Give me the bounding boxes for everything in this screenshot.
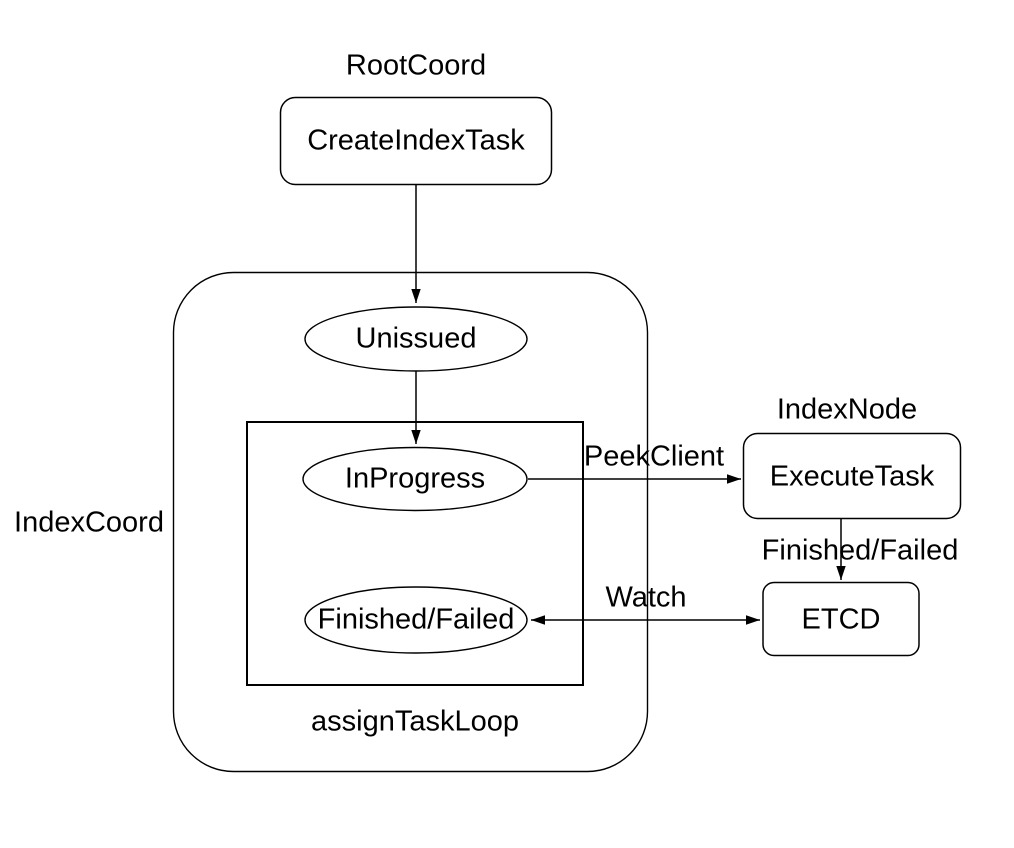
execute-task-box — [742, 432, 962, 520]
unissued-ellipse — [304, 306, 528, 372]
finished-failed-state-label: Finished/Failed — [317, 603, 515, 636]
finished-failed-ellipse — [304, 586, 528, 654]
index-coord-container — [172, 271, 649, 773]
root-coord-label: RootCoord — [345, 49, 487, 82]
in-progress-ellipse — [302, 446, 528, 512]
finished-failed-edge-label: Finished/Failed — [761, 534, 959, 567]
execute-task-label: ExecuteTask — [769, 460, 935, 493]
in-progress-label: InProgress — [344, 462, 486, 495]
assign-task-loop-label: assignTaskLoop — [311, 705, 519, 738]
watch-edge-label: Watch — [605, 581, 687, 614]
etcd-label: ETCD — [801, 603, 881, 636]
assign-task-loop-box — [246, 421, 584, 686]
create-index-task-label: CreateIndexTask — [307, 124, 525, 157]
etcd-box — [762, 581, 920, 657]
peek-client-edge-label: PeekClient — [583, 440, 725, 473]
unissued-label: Unissued — [355, 322, 477, 355]
index-coord-label: IndexCoord — [14, 506, 164, 539]
create-index-task-box — [279, 96, 553, 186]
index-node-label: IndexNode — [776, 393, 918, 426]
